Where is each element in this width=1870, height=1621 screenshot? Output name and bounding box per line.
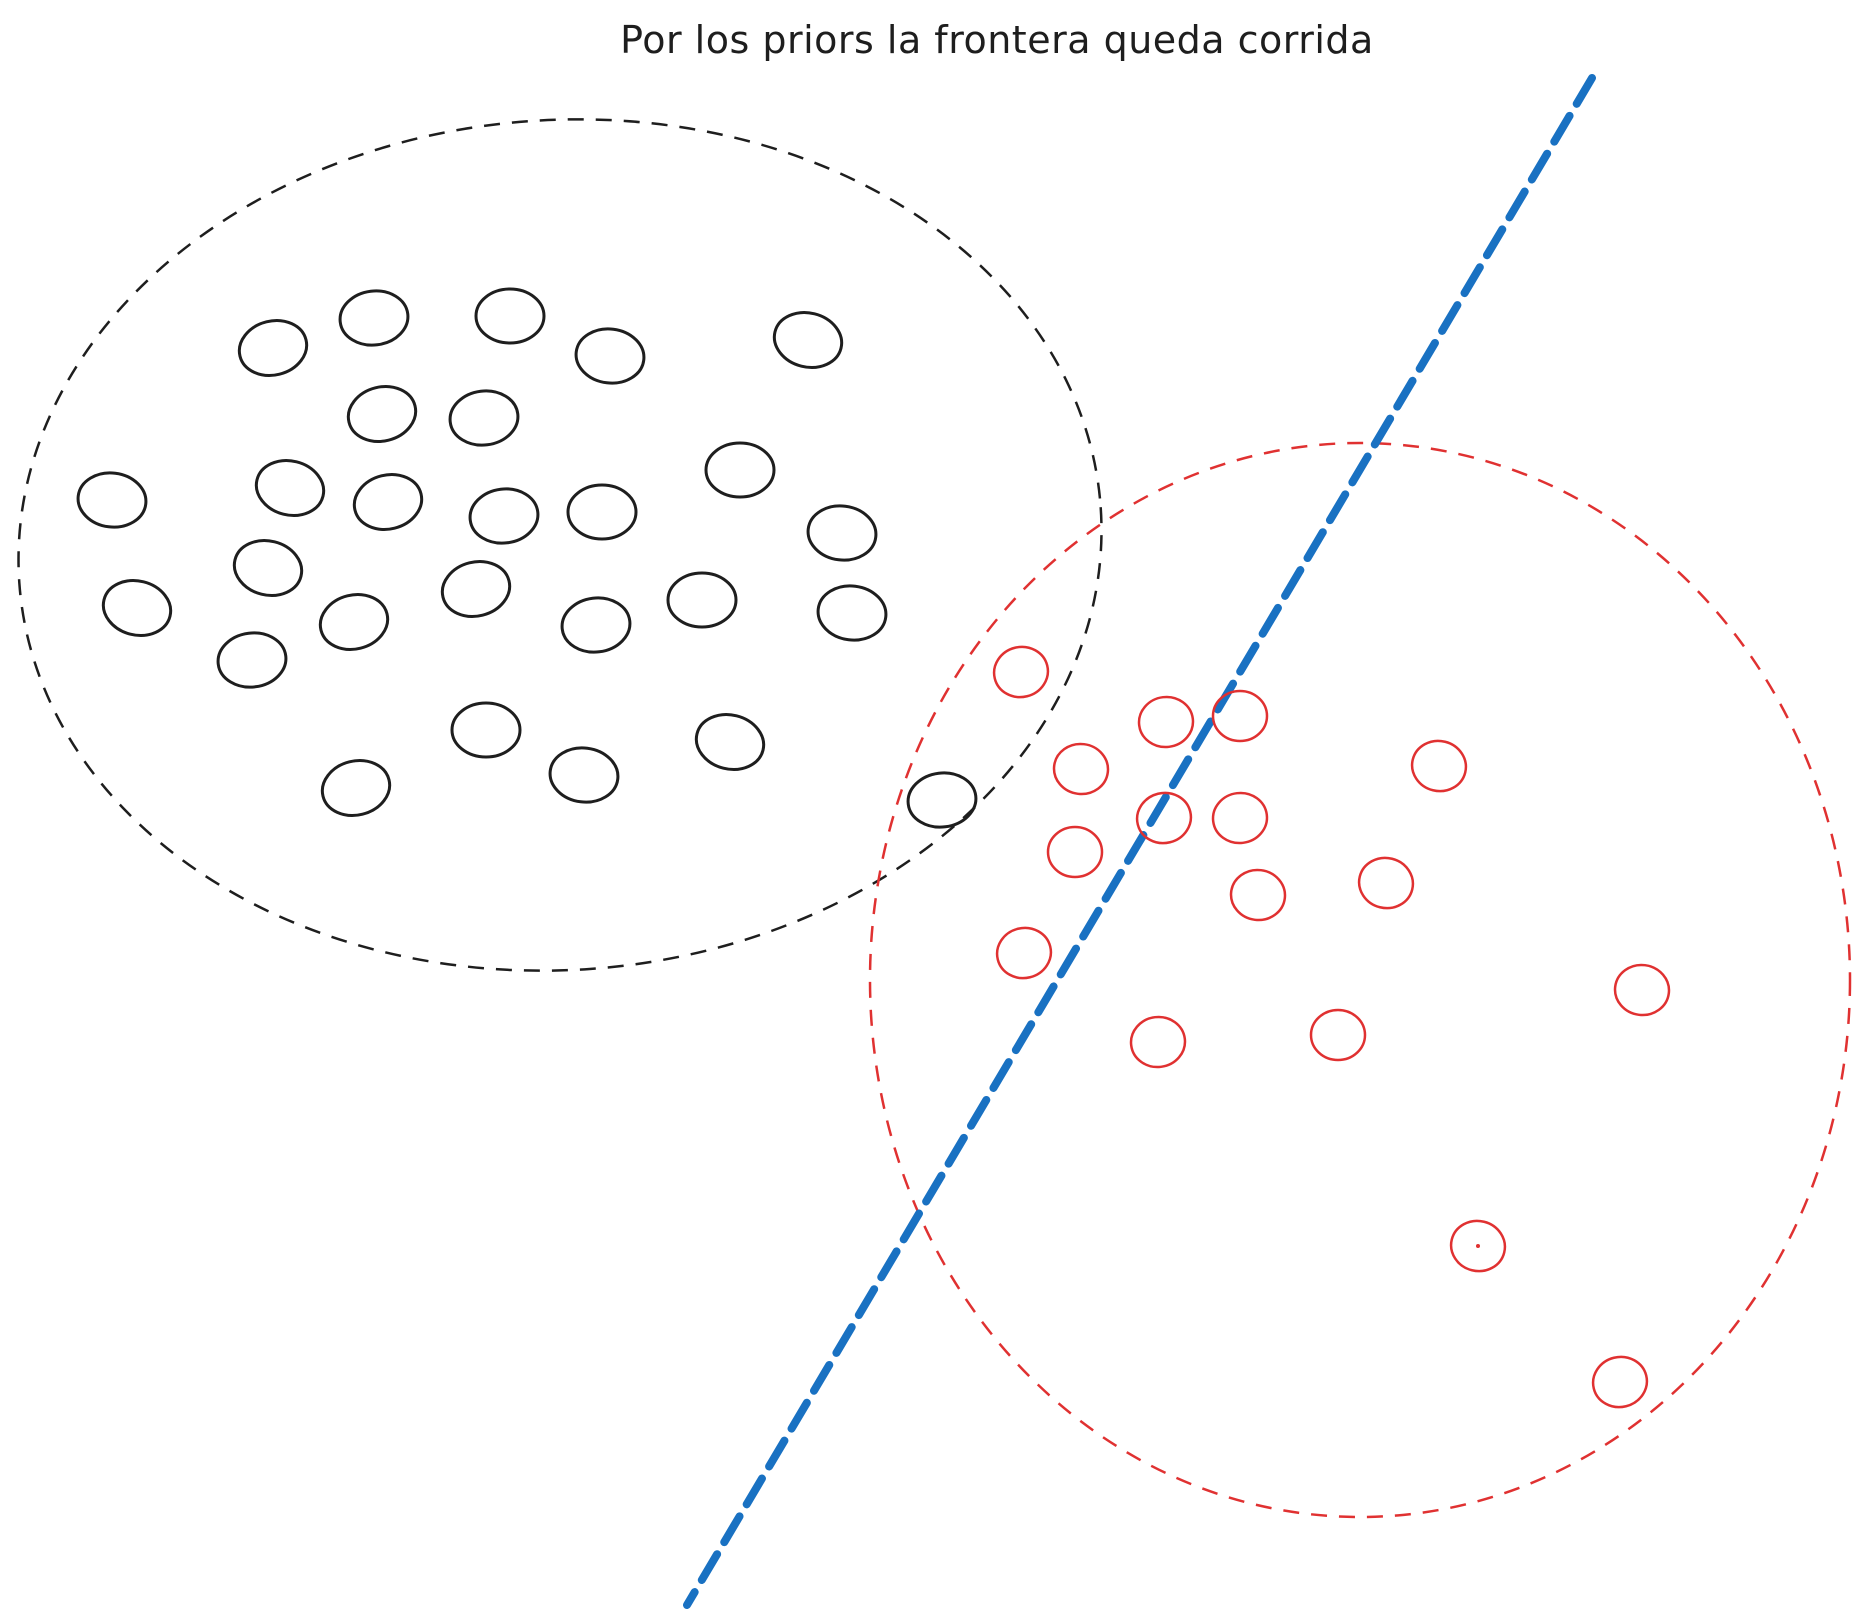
- class-a-point: [237, 319, 309, 377]
- class-a-point: [76, 471, 148, 529]
- diagram-title: Por los priors la frontera queda corrida: [620, 18, 1374, 62]
- class-a-point: [704, 441, 776, 499]
- class-b-point: [1046, 825, 1104, 879]
- class-a-point: [806, 504, 878, 562]
- class-a-points: [76, 287, 978, 829]
- class-a-point: [352, 473, 424, 531]
- class-a-point: [254, 459, 326, 517]
- class-b-point: [1129, 1015, 1187, 1069]
- class-a-point: [474, 287, 546, 345]
- class-b-point: [1137, 695, 1195, 749]
- class-b-point: [1449, 1219, 1507, 1273]
- class-a-point: [906, 771, 978, 829]
- class-b-point: [1211, 689, 1269, 743]
- class-a-point: [338, 289, 410, 347]
- class-b-point: [995, 926, 1053, 980]
- class-a-point: [560, 596, 632, 654]
- class-a-point: [440, 560, 512, 618]
- class-a-point: [816, 584, 888, 642]
- class-b-point: [1410, 739, 1468, 793]
- class-b-point: [1052, 742, 1110, 796]
- class-a-point: [566, 483, 638, 541]
- class-b-point: [1613, 963, 1671, 1017]
- class-b-point: [1357, 856, 1415, 910]
- class-b-point: [1211, 791, 1269, 845]
- class-a-point: [772, 311, 844, 369]
- class-b-point: [1229, 868, 1287, 922]
- class-a-point: [468, 487, 540, 545]
- class-a-point: [101, 579, 173, 637]
- class-a-region: [17, 118, 1103, 972]
- class-a-point: [548, 746, 620, 804]
- class-a-point: [450, 701, 522, 759]
- class-b-point: [1591, 1355, 1649, 1409]
- class-a-point: [448, 389, 520, 447]
- class-a-point: [666, 571, 738, 629]
- class-b-point: [992, 645, 1050, 699]
- class-b-point: [1135, 791, 1193, 845]
- decision-boundary: [683, 74, 1596, 1609]
- class-b-region: [868, 441, 1852, 1519]
- class-a-point: [574, 327, 646, 385]
- class-a-point: [320, 759, 392, 817]
- class-a-point: [232, 539, 304, 597]
- class-b-point: [1309, 1008, 1367, 1062]
- class-a-point: [216, 631, 288, 689]
- class-a-point: [694, 713, 766, 771]
- class-a-point: [318, 593, 390, 651]
- class-a-point: [346, 385, 418, 443]
- class-b-points: [992, 645, 1671, 1409]
- class-b-center-dot: [1476, 1244, 1480, 1248]
